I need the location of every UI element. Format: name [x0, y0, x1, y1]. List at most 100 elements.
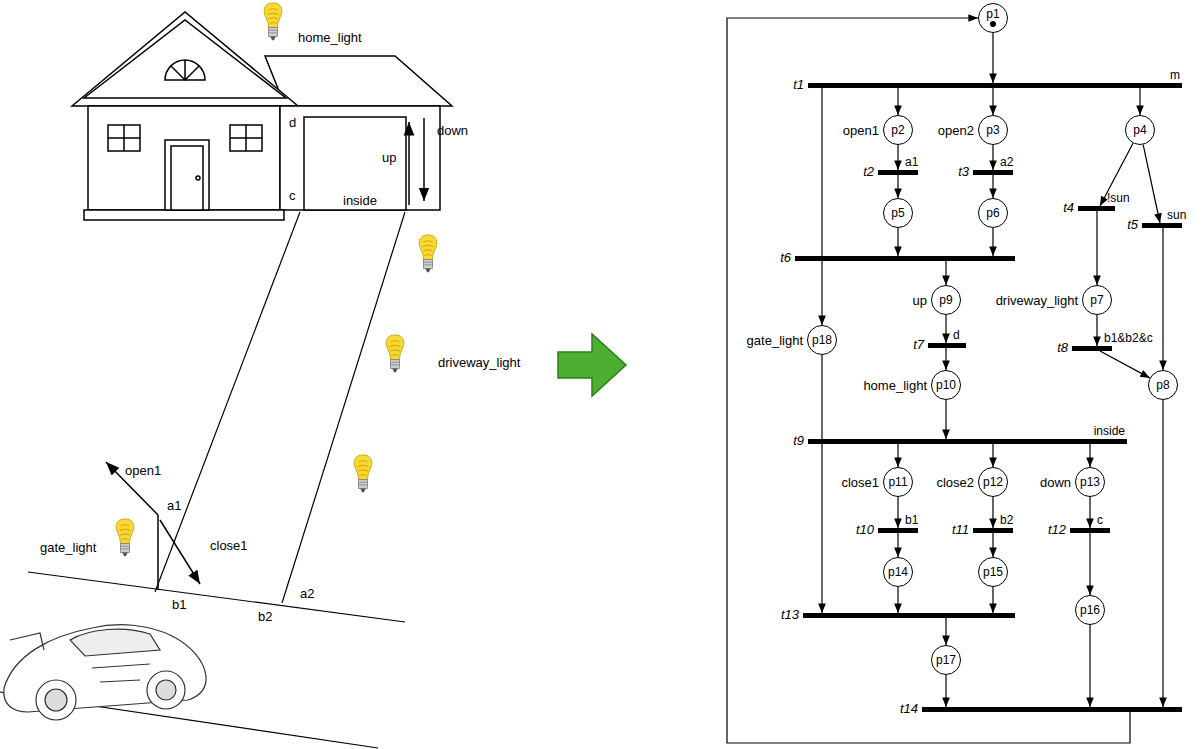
arc — [1089, 625, 1090, 707]
place-name: p7 — [1090, 293, 1103, 307]
arc — [1089, 497, 1090, 528]
transition-name: t4 — [1063, 200, 1074, 215]
transition-guard: d — [953, 328, 960, 342]
transition-name: t13 — [781, 607, 799, 622]
signal-label: inside — [343, 193, 377, 208]
place-label: gate_light — [747, 333, 803, 348]
place-circle: p3open2 — [978, 115, 1008, 145]
transition-guard: b1 — [905, 513, 918, 527]
arc — [945, 261, 946, 285]
arc — [992, 587, 993, 613]
transition-bar: t7d — [928, 343, 966, 348]
place-circle: p10home_light — [931, 370, 961, 400]
place-circle: p8 — [1148, 370, 1178, 400]
place-circle: p17 — [931, 645, 961, 675]
transition-name: t11 — [952, 522, 969, 537]
arc — [1162, 400, 1163, 707]
place-name: p11 — [888, 475, 907, 489]
garage-arrows — [409, 118, 424, 205]
signal-label: driveway_light — [438, 355, 520, 370]
transition-guard: inside — [1094, 424, 1125, 438]
signal-label: d — [289, 115, 296, 130]
transition-guard: c — [1097, 513, 1103, 527]
place-name: p4 — [1133, 123, 1146, 137]
transition-bar: t11b2 — [973, 528, 1013, 533]
arc — [1162, 228, 1163, 370]
transition-guard: !sun — [1107, 191, 1130, 205]
signal-label: close1 — [210, 538, 248, 553]
transition-guard: a2 — [1000, 155, 1013, 169]
arc — [1096, 211, 1097, 285]
place-circle: p15 — [978, 557, 1008, 587]
transition-guard: b2 — [1000, 513, 1013, 527]
arc — [945, 348, 946, 370]
place-circle: p16 — [1075, 595, 1105, 625]
transition-name: t7 — [913, 337, 924, 352]
place-label: down — [1040, 475, 1071, 490]
place-label: open2 — [938, 123, 974, 138]
arc — [992, 533, 993, 557]
place-circle: p6 — [978, 198, 1008, 228]
signal-label: down — [437, 123, 468, 138]
token — [990, 21, 996, 27]
arc — [945, 618, 946, 645]
transform-arrow — [558, 334, 626, 396]
signal-label: home_light — [298, 30, 362, 45]
arc — [945, 675, 946, 707]
house — [72, 12, 452, 220]
signal-label: gate_light — [40, 540, 96, 555]
place-name: p6 — [986, 206, 999, 220]
arc — [897, 533, 898, 557]
place-label: home_light — [863, 378, 927, 393]
arc — [992, 228, 993, 256]
place-name: p1 — [986, 7, 999, 21]
car — [4, 625, 206, 720]
lamps — [116, 3, 437, 556]
place-circle: p1 — [978, 3, 1008, 33]
arc — [897, 88, 898, 115]
arc — [821, 88, 822, 325]
transition-bar: t14 — [922, 707, 1182, 712]
transition-bar: t4!sun — [1078, 206, 1115, 211]
transition-name: t12 — [1048, 522, 1066, 537]
place-circle: p13down — [1075, 467, 1105, 497]
transition-bar: t13 — [803, 613, 1015, 618]
transition-name: t6 — [780, 250, 791, 265]
place-circle: p14 — [883, 557, 913, 587]
arc — [821, 355, 822, 613]
signal-label: up — [382, 150, 396, 165]
place-name: p3 — [986, 123, 999, 137]
transition-name: t3 — [958, 164, 969, 179]
place-label: close1 — [841, 475, 879, 490]
arc — [897, 497, 898, 528]
signal-label: b2 — [258, 609, 272, 624]
arc — [897, 228, 898, 256]
place-label: driveway_light — [996, 293, 1078, 308]
arc — [1089, 533, 1090, 595]
arc — [992, 145, 993, 170]
place-name: p16 — [1080, 603, 1100, 617]
signal-label: a2 — [300, 586, 314, 601]
transition-name: t14 — [900, 701, 918, 716]
place-circle: p12close2 — [978, 467, 1008, 497]
place-label: up — [913, 293, 927, 308]
transition-name: t5 — [1127, 217, 1138, 232]
transition-bar: t6 — [795, 256, 1015, 261]
transition-bar: t8b1&b2&c — [1072, 346, 1112, 351]
arc — [945, 315, 946, 343]
arc — [992, 33, 993, 83]
signal-label: b1 — [172, 597, 186, 612]
place-name: p12 — [983, 475, 1003, 489]
driveway — [0, 212, 405, 748]
signal-label: a1 — [167, 498, 181, 513]
place-circle: p2open1 — [883, 115, 913, 145]
transition-bar: t12c — [1070, 528, 1110, 533]
place-circle: p7driveway_light — [1082, 285, 1112, 315]
place-circle: p11close1 — [883, 467, 913, 497]
arc — [1143, 145, 1160, 223]
transition-guard: b1&b2&c — [1104, 331, 1153, 345]
place-label: close2 — [936, 475, 974, 490]
arc — [1096, 315, 1097, 346]
place-name: p17 — [936, 653, 956, 667]
